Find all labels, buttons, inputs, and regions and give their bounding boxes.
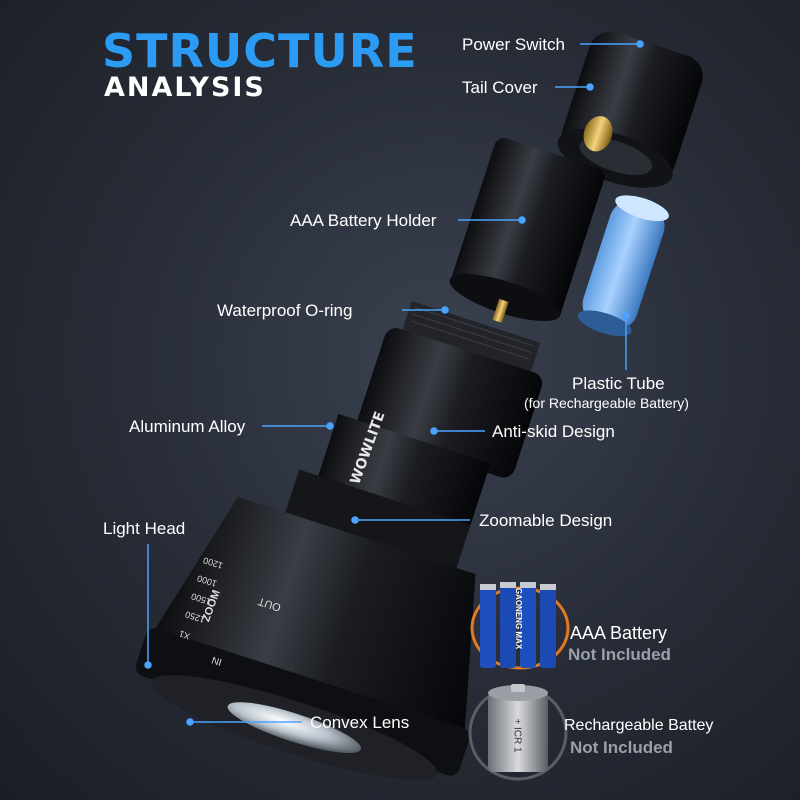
label-aaa-battery: AAA Battery (570, 623, 668, 643)
label-plastic-tube-sub: (for Rechargeable Battery) (524, 395, 689, 411)
label-zoomable: Zoomable Design (479, 511, 613, 530)
battery-holder-part (449, 137, 605, 323)
label-oring: Waterproof O-ring (217, 301, 353, 320)
label-aluminum: Aluminum Alloy (129, 417, 246, 436)
flashlight-body (135, 301, 543, 781)
cell-label-text: + ICR 1 (511, 718, 523, 753)
rechargeable-cell-image (468, 684, 568, 781)
label-power-switch: Power Switch (462, 35, 565, 54)
label-anti-skid: Anti-skid Design (492, 422, 615, 441)
leader-lines (144, 40, 644, 726)
label-aaa-not-included: Not Included (568, 645, 671, 664)
label-battery-holder: AAA Battery Holder (290, 211, 437, 230)
label-rech-not-included: Not Included (570, 738, 673, 757)
battery-brand-text: GAONENG MAX (514, 587, 524, 650)
tail-cover-part (557, 31, 703, 188)
aaa-batteries-image (470, 582, 570, 670)
plastic-tube-part (577, 195, 669, 337)
label-light-head: Light Head (103, 519, 186, 538)
label-tail-cover: Tail Cover (462, 78, 538, 97)
label-plastic-tube: Plastic Tube (572, 374, 665, 393)
label-convex-lens: Convex Lens (310, 713, 410, 732)
title-line-2: ANALYSIS (104, 72, 266, 103)
label-rechargeable: Rechargeable Battey (564, 717, 714, 734)
title-line-1: STRUCTURE (102, 24, 418, 78)
